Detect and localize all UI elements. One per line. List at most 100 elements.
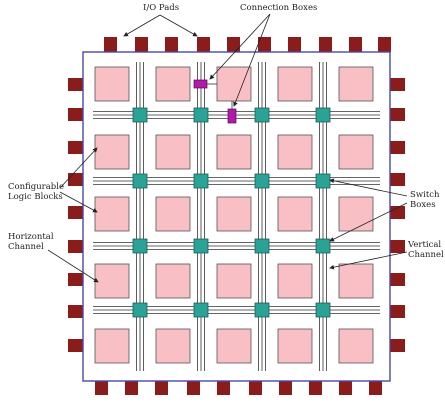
logic-block [216, 134, 252, 170]
logic-block [216, 196, 252, 232]
horizontal-channel-label: Horizontal Channel [8, 232, 54, 252]
logic-block [155, 66, 191, 102]
configurable-logic-blocks-arrow [59, 191, 98, 213]
io-pad-right [390, 108, 405, 121]
switch-box [193, 107, 209, 123]
io-pad-left [68, 240, 83, 253]
io-pad-bottom [95, 381, 108, 395]
io-pad-top [288, 37, 301, 52]
logic-block [277, 66, 313, 102]
io-pad-top [349, 37, 362, 52]
io-pad-bottom [249, 381, 262, 395]
io-pad-bottom [369, 381, 382, 395]
logic-block [277, 196, 313, 232]
vertical-channel-label: Vertical Channel [408, 240, 444, 260]
io-pad-left [68, 78, 83, 91]
io-pad-bottom [279, 381, 292, 395]
logic-block [216, 66, 252, 102]
io-pad-left [68, 273, 83, 286]
switch-box [254, 302, 270, 318]
io-pad-right [390, 173, 405, 186]
switch-box [132, 107, 148, 123]
switch-box [193, 173, 209, 189]
logic-block [277, 328, 313, 364]
io-pad-bottom [309, 381, 322, 395]
io-pad-right [390, 240, 405, 253]
switch-box [193, 302, 209, 318]
switch-box [193, 238, 209, 254]
switch-boxes-label: Switch Boxes [410, 190, 440, 210]
connection-box [193, 79, 208, 89]
logic-block [277, 263, 313, 299]
io-pad-top [378, 37, 391, 52]
configurable-logic-blocks-arrow [59, 147, 98, 189]
logic-block [338, 328, 374, 364]
io-pad-left [68, 141, 83, 154]
logic-block [216, 263, 252, 299]
io-pads-arrow [123, 14, 161, 37]
logic-block [338, 134, 374, 170]
io-pad-bottom [187, 381, 200, 395]
connection-boxes-label: Connection Boxes [240, 3, 318, 13]
io-pad-left [68, 108, 83, 121]
io-pad-top [258, 37, 271, 52]
horizontal-channel-arrow [47, 249, 99, 283]
io-pad-left [68, 305, 83, 318]
switch-box [315, 302, 331, 318]
logic-blocks-layer [94, 66, 374, 364]
switch-box [315, 238, 331, 254]
logic-block [155, 328, 191, 364]
io-pad-top [104, 37, 117, 52]
switch-boxes-arrow [329, 178, 408, 197]
io-pad-top [197, 37, 210, 52]
switch-box [254, 107, 270, 123]
callout-arrows [47, 13, 408, 283]
logic-block [155, 196, 191, 232]
switch-boxes-layer [132, 107, 331, 318]
logic-block [277, 134, 313, 170]
io-pad-bottom [339, 381, 352, 395]
connection-boxes-arrow [209, 13, 271, 80]
logic-block [338, 196, 374, 232]
io-pad-left [68, 206, 83, 219]
io-pad-bottom [217, 381, 230, 395]
io-pad-right [390, 273, 405, 286]
switch-box [315, 173, 331, 189]
io-pads-label: I/O Pads [143, 3, 180, 13]
logic-block [94, 328, 130, 364]
switch-box [315, 107, 331, 123]
logic-block [94, 134, 130, 170]
io-pad-top [319, 37, 332, 52]
io-pad-top [165, 37, 178, 52]
logic-block [155, 134, 191, 170]
logic-block [338, 66, 374, 102]
vertical-channel-arrow [329, 251, 408, 270]
logic-block [155, 263, 191, 299]
io-pad-right [390, 141, 405, 154]
io-pad-right [390, 78, 405, 91]
configurable-logic-blocks-label: Configurable Logic Blocks [8, 182, 65, 202]
io-pad-bottom [155, 381, 168, 395]
io-pad-top [135, 37, 148, 52]
logic-block [338, 263, 374, 299]
switch-box [254, 173, 270, 189]
logic-block [216, 328, 252, 364]
switch-box [132, 238, 148, 254]
io-pads-arrow [159, 14, 198, 37]
io-pad-left [68, 339, 83, 352]
switch-boxes-arrow [329, 202, 408, 242]
switch-box [132, 173, 148, 189]
connection-box [227, 108, 237, 124]
io-pad-top [227, 37, 240, 52]
switch-box [132, 302, 148, 318]
connection-boxes-arrow [233, 13, 271, 107]
io-pad-left [68, 173, 83, 186]
switch-box [254, 238, 270, 254]
io-pad-bottom [125, 381, 138, 395]
connection-boxes-layer [193, 79, 237, 124]
io-pad-right [390, 339, 405, 352]
io-pads-layer [68, 37, 405, 395]
logic-block [94, 263, 130, 299]
